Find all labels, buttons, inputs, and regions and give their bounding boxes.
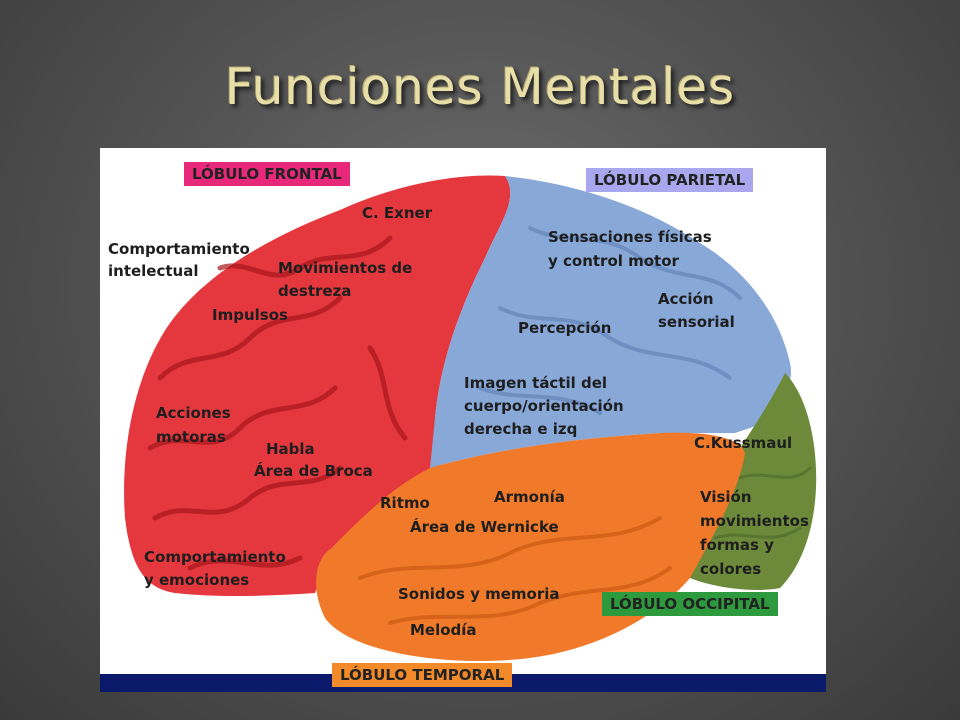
occipital-lobe-tag: LÓBULO OCCIPITAL — [602, 592, 778, 616]
occipital-folds — [713, 466, 812, 540]
label-comportamiento-intelectual-2: intelectual — [108, 262, 199, 280]
label-movimientos-2: destreza — [278, 282, 352, 300]
label-armonia: Armonía — [494, 488, 565, 506]
label-vision-2: movimientos — [700, 512, 809, 530]
label-imagen-1: Imagen táctil del — [464, 374, 608, 392]
label-comportamiento-emociones-2: y emociones — [144, 571, 250, 589]
parietal-folds — [478, 226, 742, 415]
label-imagen-3: derecha e izq — [464, 420, 578, 438]
brain-diagram: LÓBULO FRONTAL LÓBULO PARIETAL LÓBULO OC… — [100, 148, 826, 692]
label-accion-1: Acción — [658, 290, 714, 308]
label-sonidos: Sonidos y memoria — [398, 585, 560, 603]
label-vision-4: colores — [700, 560, 762, 578]
temporal-folds — [358, 516, 672, 625]
label-accion-2: sensorial — [658, 313, 735, 331]
frontal-folds — [147, 235, 408, 571]
label-exner: C. Exner — [362, 204, 433, 222]
label-wernicke: Área de Wernicke — [410, 518, 559, 536]
label-vision-3: formas y — [700, 536, 774, 554]
slide-title: Funciones Mentales — [224, 58, 736, 116]
label-ritmo: Ritmo — [380, 494, 430, 512]
label-percepcion: Percepción — [518, 319, 612, 337]
label-kussmaul: C.Kussmaul — [694, 434, 793, 452]
label-melodia: Melodía — [410, 621, 477, 639]
label-habla: Habla — [266, 440, 315, 458]
label-acciones-2: motoras — [156, 428, 226, 446]
label-comportamiento-intelectual-1: Comportamiento — [108, 240, 250, 258]
label-acciones-1: Acciones — [156, 404, 231, 422]
frontal-lobe-region — [124, 175, 511, 597]
label-sensaciones-2: y control motor — [548, 252, 679, 270]
label-impulsos: Impulsos — [212, 306, 288, 324]
brain-illustration — [124, 175, 817, 662]
temporal-lobe-tag: LÓBULO TEMPORAL — [332, 663, 513, 687]
frontal-lobe-tag: LÓBULO FRONTAL — [184, 162, 350, 186]
label-movimientos-1: Movimientos de — [278, 259, 413, 277]
parietal-lobe-tag: LÓBULO PARIETAL — [586, 168, 754, 192]
label-vision-1: Visión — [700, 488, 752, 506]
label-imagen-2: cuerpo/orientación — [464, 397, 624, 415]
label-broca: Área de Broca — [254, 462, 373, 480]
label-sensaciones-1: Sensaciones físicas — [548, 228, 712, 246]
label-comportamiento-emociones-1: Comportamiento — [144, 548, 286, 566]
